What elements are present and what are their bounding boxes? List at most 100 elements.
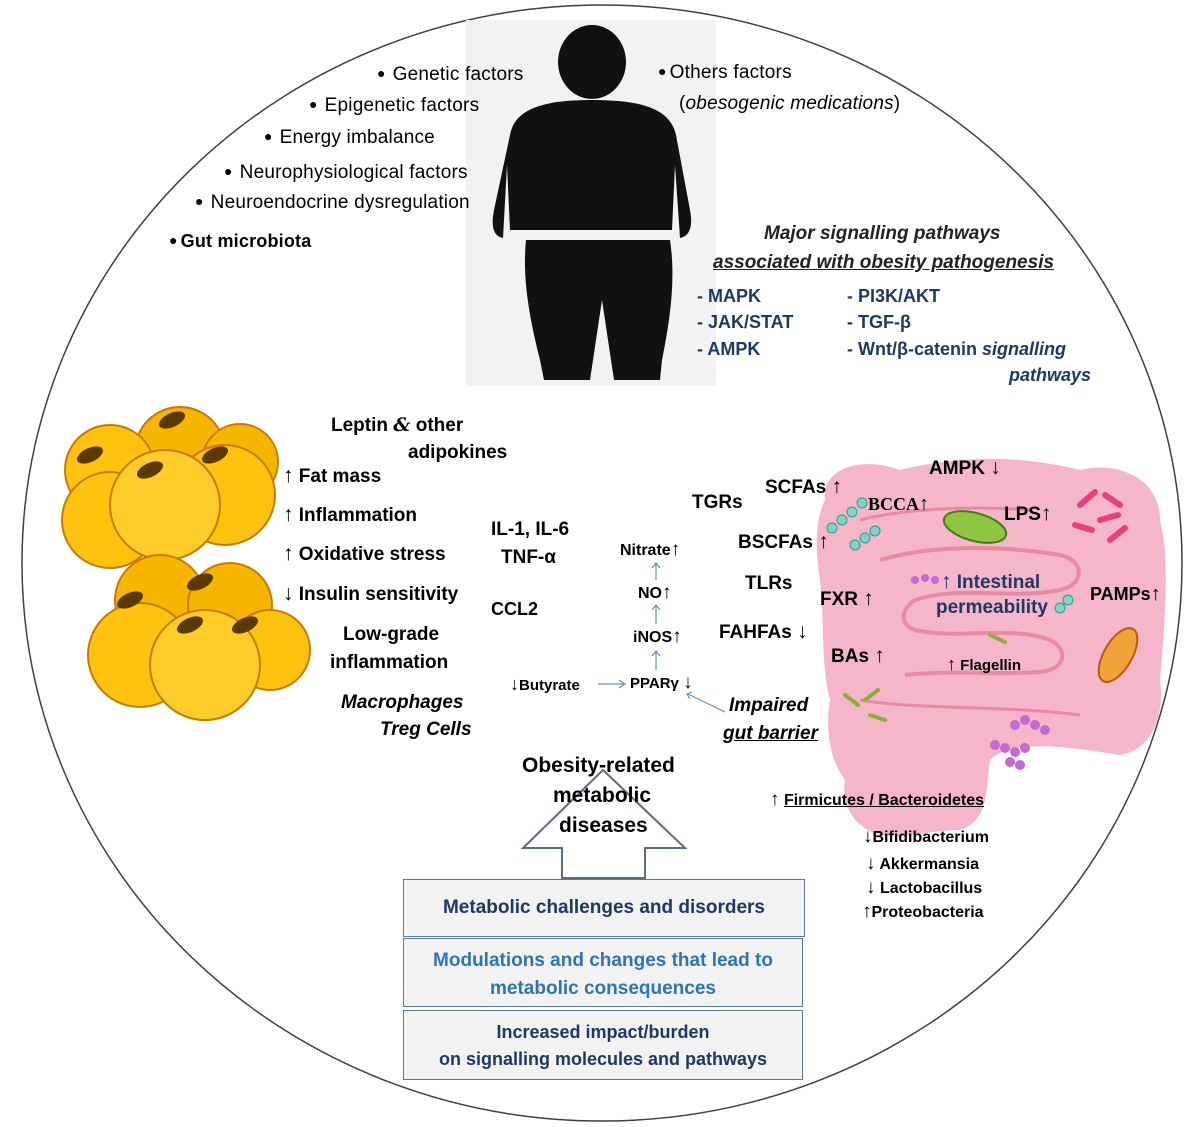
ratio-text: Firmicutes / Bacteroidetes: [783, 792, 985, 809]
down-arrow: ↓: [990, 456, 1001, 479]
intestine-illustration: [816, 458, 1166, 837]
factor-epigenetic: ●Epigenetic factors: [309, 95, 480, 116]
oxidative-label: ↑ Oxidative stress: [283, 542, 446, 566]
factor-genetic-label: Genetic factors: [392, 64, 524, 85]
intestinal-line2: permeability: [936, 597, 1048, 618]
box-metabolic-challenges: Metabolic challenges and disorders: [403, 879, 805, 937]
nitrate-text: Nitrate: [620, 542, 671, 559]
box-row2-line1: Modulations and changes that lead to: [433, 950, 773, 971]
nitrate-label: Nitrate↑: [620, 539, 680, 561]
flagellin-label: ↑ Flagellin: [947, 654, 1021, 675]
bacteria-lacto: ↓ Lactobacillus: [866, 877, 982, 899]
ampk-text: AMPK: [929, 458, 985, 479]
tlrs-label: TLRs: [745, 573, 793, 594]
factor-epigenetic-label: Epigenetic factors: [324, 95, 480, 116]
up-arrow: ↑: [670, 539, 681, 560]
down-arrow: ↓: [863, 826, 873, 847]
down-arrow: ↓: [283, 582, 294, 605]
factor-gut: ●Gut microbiota: [169, 231, 312, 251]
fahfas-label: FAHFAs ↓: [719, 620, 808, 644]
fat-mass-label: ↑ Fat mass: [283, 464, 381, 488]
pathway-arrows: [598, 562, 726, 713]
insulin-text: Insulin sensitivity: [298, 584, 459, 605]
factor-neuroendocrine: ●Neuroendocrine dysregulation: [195, 192, 470, 213]
fxr-label: FXR ↑: [820, 587, 874, 611]
ppar-text: PPARγ: [630, 675, 679, 692]
up-arrow: ↑: [1040, 502, 1052, 525]
bscfas-label: BSCFAs ↑: [738, 530, 829, 554]
down-arrow: ↓: [866, 877, 876, 898]
butyrate-label: ↓Butyrate: [510, 674, 580, 695]
tnf-label: TNF-α: [501, 547, 556, 568]
leptin-label: Leptin & other: [331, 414, 463, 437]
factor-neurophysiological: ●Neurophysiological factors: [224, 162, 468, 183]
tgrs-label: TGRs: [692, 492, 743, 513]
up-arrow: ↑: [863, 587, 874, 610]
leptin-word: Leptin: [331, 415, 388, 436]
up-arrow: ↑: [283, 542, 294, 565]
pathway-left-2: - JAK/STAT: [697, 312, 794, 332]
up-arrow: ↑: [874, 644, 885, 667]
up-arrow: ↑: [862, 901, 872, 922]
fat-cells-upper: [61, 406, 279, 569]
up-arrow: ↑: [283, 503, 294, 526]
leptin-other: other: [415, 415, 464, 436]
pathway-suffix2: pathways: [1009, 365, 1092, 385]
no-text: NO: [638, 585, 662, 602]
pathway-right-1: - PI3K/AKT: [847, 286, 941, 306]
pathway-right-3: - Wnt/β-catenin signalling: [847, 339, 1066, 360]
outer-circle: [21, 4, 1183, 1122]
factor-others-sub: (obesogenic medications): [679, 93, 901, 114]
fxr-text: FXR: [820, 589, 858, 610]
macrophages-label: Macrophages: [341, 692, 464, 713]
flagellin-text: Flagellin: [960, 657, 1022, 674]
bifido-text: Bifidibacterium: [872, 829, 989, 846]
pamps-text: PAMPs: [1090, 584, 1151, 604]
no-label: NO↑: [638, 582, 672, 604]
pamps-label: PAMPs↑: [1090, 583, 1161, 606]
pathway-left-3: - AMPK: [697, 339, 761, 359]
bcca-label: BCCA↑: [868, 493, 929, 516]
lps-label: LPS↑: [1004, 502, 1051, 526]
outcome-line3: diseases: [559, 814, 648, 837]
up-arrow: ↑: [818, 530, 829, 553]
down-arrow: ↓: [866, 853, 876, 874]
pathway-suffix1: signalling: [982, 339, 1067, 359]
impaired-line1: Impaired: [729, 695, 809, 716]
box-modulations: Modulations and changes that lead to met…: [403, 938, 803, 1007]
ccl2-label: CCL2: [491, 599, 539, 619]
bacteria-bifido: ↓Bifidibacterium: [863, 826, 989, 848]
ampk-gut-label: AMPK ↓: [929, 456, 1001, 480]
up-arrow: ↑: [831, 475, 843, 498]
factor-gut-label: Gut microbiota: [180, 231, 312, 251]
up-arrow: ↑: [947, 654, 956, 674]
lowgrade-line1: Low-grade: [343, 624, 440, 645]
pathways-title-line1: Major signalling pathways: [764, 223, 1001, 244]
inos-label: iNOS↑: [633, 626, 682, 648]
ppar-label: PPARγ ↓: [630, 672, 693, 694]
il-label: IL-1, IL-6: [491, 519, 570, 540]
up-arrow: ↑: [919, 493, 930, 515]
bas-label: BAs ↑: [831, 644, 885, 668]
pathway-left-1: - MAPK: [697, 286, 761, 306]
box-row3-line1: Increased impact/burden: [496, 1022, 710, 1042]
box-row3-line2: on signalling molecules and pathways: [438, 1049, 768, 1069]
factor-neuroendocrine-label: Neuroendocrine dysregulation: [210, 192, 470, 213]
factor-energy: ●Energy imbalance: [264, 127, 435, 148]
leptin-amp: &: [393, 414, 411, 436]
factor-others: ●Others factors: [658, 62, 792, 83]
scfas-text: SCFAs: [765, 477, 827, 498]
up-arrow: ↑: [941, 570, 952, 593]
bcca-text: BCCA: [868, 494, 920, 514]
outcome-arrow-shape: [520, 768, 688, 879]
bas-text: BAs: [831, 646, 870, 667]
box-row2-line2: metabolic consequences: [490, 978, 716, 999]
treg-label: Treg Cells: [380, 719, 472, 740]
lps-text: LPS: [1004, 504, 1041, 525]
adipokines-label: adipokines: [408, 442, 508, 463]
lowgrade-line2: inflammation: [330, 652, 449, 673]
bscfas-text: BSCFAs: [738, 532, 813, 553]
intestinal-text: Intestinal: [956, 572, 1041, 593]
down-arrow: ↓: [510, 674, 519, 694]
